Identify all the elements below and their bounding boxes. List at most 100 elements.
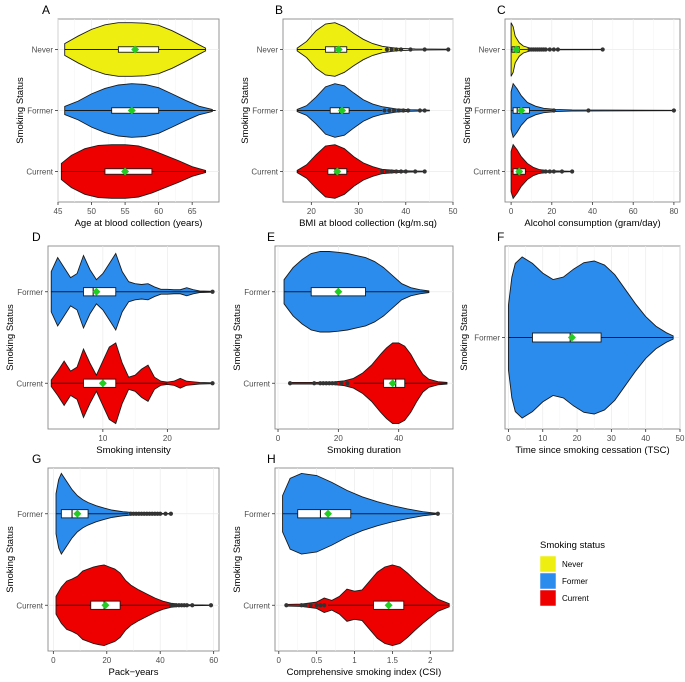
x-tick-label: 1.5 <box>387 656 399 665</box>
x-axis-label: Comprehensive smoking index (CSI) <box>287 667 442 678</box>
outlier-point <box>184 603 190 608</box>
outlier-point <box>398 169 404 174</box>
mean-marker <box>334 287 343 296</box>
mean-marker <box>334 45 343 54</box>
panel-letter: F <box>497 230 504 244</box>
outlier-point <box>389 47 394 52</box>
panel-letter: A <box>42 3 50 17</box>
outlier-point <box>543 169 548 174</box>
mean-marker <box>92 287 101 296</box>
outlier-point <box>543 47 548 52</box>
y-axis-label: Smoking Status <box>462 77 473 144</box>
x-tick-label: 30 <box>354 207 363 216</box>
outlier-point <box>422 47 427 52</box>
outlier-point <box>391 108 397 113</box>
x-tick-label: 20 <box>163 434 172 443</box>
outlier-point <box>396 108 401 113</box>
outlier-point <box>324 381 329 386</box>
x-tick-label: 20 <box>573 434 582 443</box>
x-tick-label: 60 <box>154 207 163 216</box>
x-tick-label: 65 <box>188 207 197 216</box>
outlier-point <box>551 47 556 52</box>
mean-marker <box>101 601 110 610</box>
y-tick-label: Never <box>479 46 501 55</box>
y-tick-label: Current <box>16 601 43 610</box>
outlier-point <box>671 108 676 113</box>
legend-swatch-current <box>539 589 557 607</box>
x-tick-label: 40 <box>156 656 165 665</box>
panel-letter: G <box>32 452 41 466</box>
outlier-point <box>422 169 427 174</box>
outlier-point <box>210 381 215 386</box>
x-tick-label: 0 <box>51 656 56 665</box>
x-tick-label: 50 <box>449 207 458 216</box>
x-axis-label: Smoking duration <box>327 445 401 456</box>
outlier-point <box>394 47 399 52</box>
panel-letter: B <box>275 3 283 17</box>
outlier-point <box>570 169 575 174</box>
x-tick-label: 0 <box>276 434 281 443</box>
y-axis-label: Smoking Status <box>232 304 243 371</box>
x-tick-label: 20 <box>102 656 111 665</box>
mean-marker <box>98 379 107 388</box>
legend-swatch-former <box>539 572 557 590</box>
outlier-point <box>382 108 387 113</box>
mean-marker <box>121 167 130 176</box>
outlier-point <box>387 108 392 113</box>
x-tick-label: 45 <box>54 207 63 216</box>
legend-title: Smoking status <box>540 540 605 551</box>
y-tick-label: Current <box>26 168 53 177</box>
y-tick-label: Former <box>244 288 270 297</box>
x-tick-label: 60 <box>209 656 218 665</box>
outlier-point <box>384 47 389 52</box>
outlier-point <box>559 169 565 174</box>
outlier-point <box>551 108 556 113</box>
y-tick-label: Current <box>16 379 43 388</box>
y-tick-label: Current <box>473 168 500 177</box>
outlier-point <box>318 381 323 386</box>
outlier-point <box>314 603 319 608</box>
mean-marker <box>131 45 140 54</box>
outlier-point <box>401 108 406 113</box>
outlier-point <box>389 169 394 174</box>
x-tick-label: 0.5 <box>311 656 323 665</box>
mean-marker <box>73 509 82 518</box>
outlier-point <box>403 169 408 174</box>
panel-letter: C <box>497 3 506 17</box>
outlier-point <box>551 169 556 174</box>
outlier-point <box>287 381 293 386</box>
x-tick-label: 0 <box>509 207 514 216</box>
y-tick-label: Current <box>243 601 270 610</box>
legend-label-former: Former <box>562 577 588 586</box>
legend-label-current: Current <box>562 594 589 603</box>
outlier-point <box>547 47 552 52</box>
outlier-point <box>168 511 174 516</box>
y-tick-label: Never <box>257 46 279 55</box>
outlier-point <box>158 511 163 516</box>
x-tick-label: 30 <box>607 434 616 443</box>
x-tick-label: 50 <box>87 207 96 216</box>
y-axis-label: Smoking Status <box>232 526 243 593</box>
legend-swatch-never <box>539 555 557 573</box>
x-tick-label: 0 <box>277 656 282 665</box>
y-axis-label: Smoking Status <box>5 304 16 371</box>
outlier-point <box>208 603 214 608</box>
x-axis-label: Pack−years <box>109 667 159 678</box>
x-axis-label: Alcohol consumption (gram/day) <box>524 218 660 229</box>
x-tick-label: 60 <box>629 207 638 216</box>
outlier-point <box>312 381 317 386</box>
box-iqr <box>532 332 602 343</box>
y-axis-label: Smoking Status <box>240 77 251 144</box>
outlier-point <box>330 381 335 386</box>
outlier-point <box>540 169 545 174</box>
y-tick-label: Former <box>17 510 43 519</box>
mean-marker <box>517 106 526 115</box>
outlier-point <box>210 289 215 294</box>
y-tick-label: Current <box>251 168 278 177</box>
x-tick-label: 40 <box>401 207 410 216</box>
